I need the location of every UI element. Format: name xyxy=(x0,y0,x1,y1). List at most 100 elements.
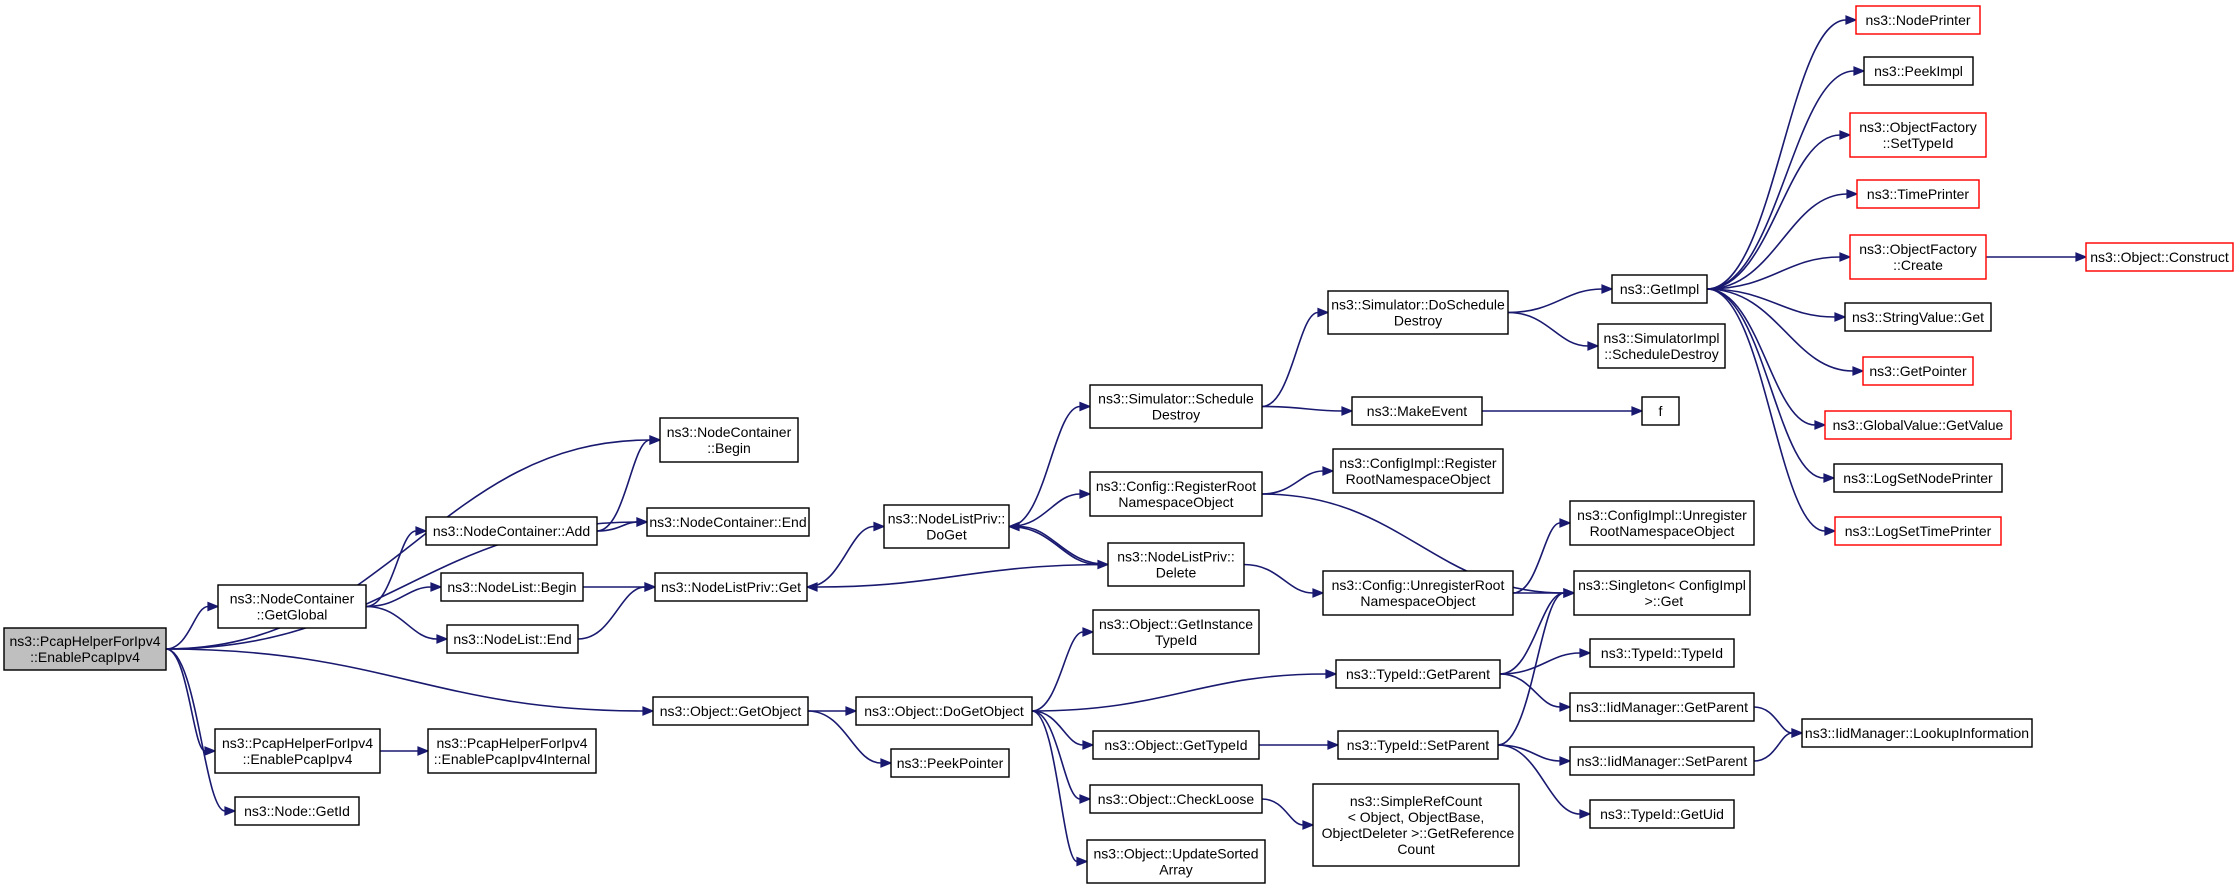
edge-iid-setparent-to-iid-lookup xyxy=(1753,732,1793,762)
node-label: RootNamespaceObject xyxy=(1346,471,1491,487)
node-of-settypeid[interactable]: ns3::ObjectFactory::SetTypeId xyxy=(1849,112,1987,158)
edge-cfg-register-to-cfgimpl-register xyxy=(1261,470,1324,495)
node-nlp-get[interactable]: ns3::NodeListPriv::Get xyxy=(654,572,808,602)
node-box xyxy=(1332,448,1504,494)
node-f[interactable]: f xyxy=(1641,396,1680,426)
node-getimpl[interactable]: ns3::GetImpl xyxy=(1611,274,1708,304)
node-cfgimpl-unregister[interactable]: ns3::ConfigImpl::UnregisterRootNamespace… xyxy=(1569,500,1755,546)
node-typeid-typeid[interactable]: ns3::TypeId::TypeId xyxy=(1589,638,1735,668)
node-label: Delete xyxy=(1156,565,1197,581)
edge-arrowhead xyxy=(1853,66,1866,76)
node-sim-schedule[interactable]: ns3::Simulator::ScheduleDestroy xyxy=(1089,384,1263,429)
node-label: ns3::Simulator::Schedule xyxy=(1098,391,1254,407)
node-getpointer[interactable]: ns3::GetPointer xyxy=(1862,356,1974,386)
edge-getimpl-to-of-create xyxy=(1706,256,1841,290)
node-stringvalue-get[interactable]: ns3::StringValue::Get xyxy=(1844,302,1992,332)
node-label: ns3::TimePrinter xyxy=(1867,186,1970,202)
node-nc-add[interactable]: ns3::NodeContainer::Add xyxy=(425,516,598,546)
edge-obj-dogetobject-to-obj-updatesorted xyxy=(1031,710,1078,863)
node-nc-getglobal[interactable]: ns3::NodeContainer::GetGlobal xyxy=(217,584,367,629)
node-root[interactable]: ns3::PcapHelperForIpv4::EnablePcapIpv4 xyxy=(3,627,167,671)
edge-arrowhead xyxy=(1579,648,1592,658)
edge-arrowhead xyxy=(845,706,858,716)
node-box xyxy=(1092,730,1260,760)
node-node-getid[interactable]: ns3::Node::GetId xyxy=(234,796,360,826)
node-obj-gettypeid[interactable]: ns3::Object::GetTypeId xyxy=(1092,730,1260,760)
node-logsetnode[interactable]: ns3::LogSetNodePrinter xyxy=(1833,463,2003,493)
edge-typeid-setparent-to-typeid-getuid xyxy=(1497,744,1581,815)
node-label: ns3::Simulator::DoSchedule xyxy=(1331,297,1505,313)
node-obj-checkloose[interactable]: ns3::Object::CheckLoose xyxy=(1089,784,1263,814)
node-obj-construct[interactable]: ns3::Object::Construct xyxy=(2085,242,2234,272)
edge-obj-dogetobject-to-obj-getinstance xyxy=(1031,631,1084,712)
edge-getimpl-to-stringvalue-get xyxy=(1706,288,1836,318)
node-nodeprinter[interactable]: ns3::NodePrinter xyxy=(1855,5,1981,35)
edge-arrowhead xyxy=(1317,307,1330,318)
edge-arrowhead xyxy=(1846,189,1859,199)
edge-arrowhead xyxy=(436,634,449,644)
node-simplerefcount[interactable]: ns3::SimpleRefCount< Object, ObjectBase,… xyxy=(1312,783,1520,867)
node-label: ns3::ConfigImpl::Unregister xyxy=(1577,507,1747,523)
edge-arrowhead xyxy=(2075,252,2088,262)
node-label: ns3::StringValue::Get xyxy=(1852,309,1984,325)
node-simimpl-sched[interactable]: ns3::SimulatorImpl::ScheduleDestroy xyxy=(1597,323,1726,369)
node-box xyxy=(1569,692,1755,722)
node-typeid-getparent[interactable]: ns3::TypeId::GetParent xyxy=(1335,659,1501,689)
node-label: ns3::Object::GetInstance xyxy=(1099,616,1253,632)
edge-typeid-getparent-to-iid-getparent xyxy=(1499,673,1561,708)
node-iid-getparent[interactable]: ns3::IidManager::GetParent xyxy=(1569,692,1755,722)
edge-obj-dogetobject-to-obj-gettypeid xyxy=(1031,710,1084,746)
node-box xyxy=(1611,274,1708,304)
node-nlp-doget[interactable]: ns3::NodeListPriv::DoGet xyxy=(883,504,1010,549)
edge-sim-doschedule-to-simimpl-sched xyxy=(1507,311,1589,347)
node-typeid-getuid[interactable]: ns3::TypeId::GetUid xyxy=(1589,799,1735,829)
node-label: ns3::Node::GetId xyxy=(244,803,350,819)
edge-arrowhead xyxy=(636,517,649,527)
node-nc-begin[interactable]: ns3::NodeContainer::Begin xyxy=(659,417,799,463)
node-label: DoGet xyxy=(926,527,967,543)
node-label: ::EnablePcapIpv4Internal xyxy=(434,751,590,767)
node-box xyxy=(890,748,1010,778)
edge-nlp-delete-to-cfg-unregister xyxy=(1243,563,1314,594)
node-iid-setparent[interactable]: ns3::IidManager::SetParent xyxy=(1569,746,1755,776)
edge-typeid-getparent-to-singleton-get xyxy=(1499,592,1565,675)
node-logsettime[interactable]: ns3::LogSetTimePrinter xyxy=(1834,516,2002,546)
node-nc-end[interactable]: ns3::NodeContainer::End xyxy=(646,507,810,537)
edge-sim-schedule-to-make-event xyxy=(1261,405,1343,412)
node-obj-dogetobject[interactable]: ns3::Object::DoGetObject xyxy=(855,696,1033,726)
node-typeid-setparent[interactable]: ns3::TypeId::SetParent xyxy=(1337,730,1499,760)
node-box xyxy=(1351,396,1483,426)
node-of-create[interactable]: ns3::ObjectFactory::Create xyxy=(1849,234,1987,280)
node-box xyxy=(1335,659,1501,689)
node-label: ns3::Object::DoGetObject xyxy=(864,703,1024,719)
node-nlp-delete[interactable]: ns3::NodeListPriv::Delete xyxy=(1107,542,1245,587)
node-ph-enable-internal[interactable]: ns3::PcapHelperForIpv4::EnablePcapIpv4In… xyxy=(427,728,597,774)
edge-arrowhead xyxy=(1559,518,1572,528)
node-cfg-unregister[interactable]: ns3::Config::UnregisterRootNamespaceObje… xyxy=(1322,570,1514,616)
node-obj-getobject[interactable]: ns3::Object::GetObject xyxy=(652,696,809,726)
node-label: ns3::NodeListPriv:: xyxy=(1117,549,1235,565)
node-label: ns3::Object::GetObject xyxy=(660,703,802,719)
node-make-event[interactable]: ns3::MakeEvent xyxy=(1351,396,1483,426)
edge-sim-doschedule-to-getimpl xyxy=(1507,288,1603,314)
node-peekpointer[interactable]: ns3::PeekPointer xyxy=(890,748,1010,778)
node-box xyxy=(1089,384,1263,429)
node-singleton-get[interactable]: ns3::Singleton< ConfigImpl >::Get xyxy=(1573,570,1751,616)
node-nl-begin[interactable]: ns3::NodeList::Begin xyxy=(440,572,584,602)
node-peekimpl[interactable]: ns3::PeekImpl xyxy=(1863,56,1974,86)
node-cfgimpl-register[interactable]: ns3::ConfigImpl::RegisterRootNamespaceOb… xyxy=(1332,448,1504,494)
node-iid-lookup[interactable]: ns3::IidManager::LookupInformation xyxy=(1801,718,2033,748)
node-box xyxy=(3,627,167,671)
node-box xyxy=(652,696,809,726)
edge-typeid-getparent-to-typeid-typeid xyxy=(1499,652,1581,675)
node-globalvalue-get[interactable]: ns3::GlobalValue::GetValue xyxy=(1824,410,2012,440)
edge-arrowhead xyxy=(1079,401,1092,412)
node-nl-end[interactable]: ns3::NodeList::End xyxy=(446,624,579,654)
node-ph-enable[interactable]: ns3::PcapHelperForIpv4::EnablePcapIpv4 xyxy=(214,728,381,774)
node-timeprinter[interactable]: ns3::TimePrinter xyxy=(1856,179,1980,209)
